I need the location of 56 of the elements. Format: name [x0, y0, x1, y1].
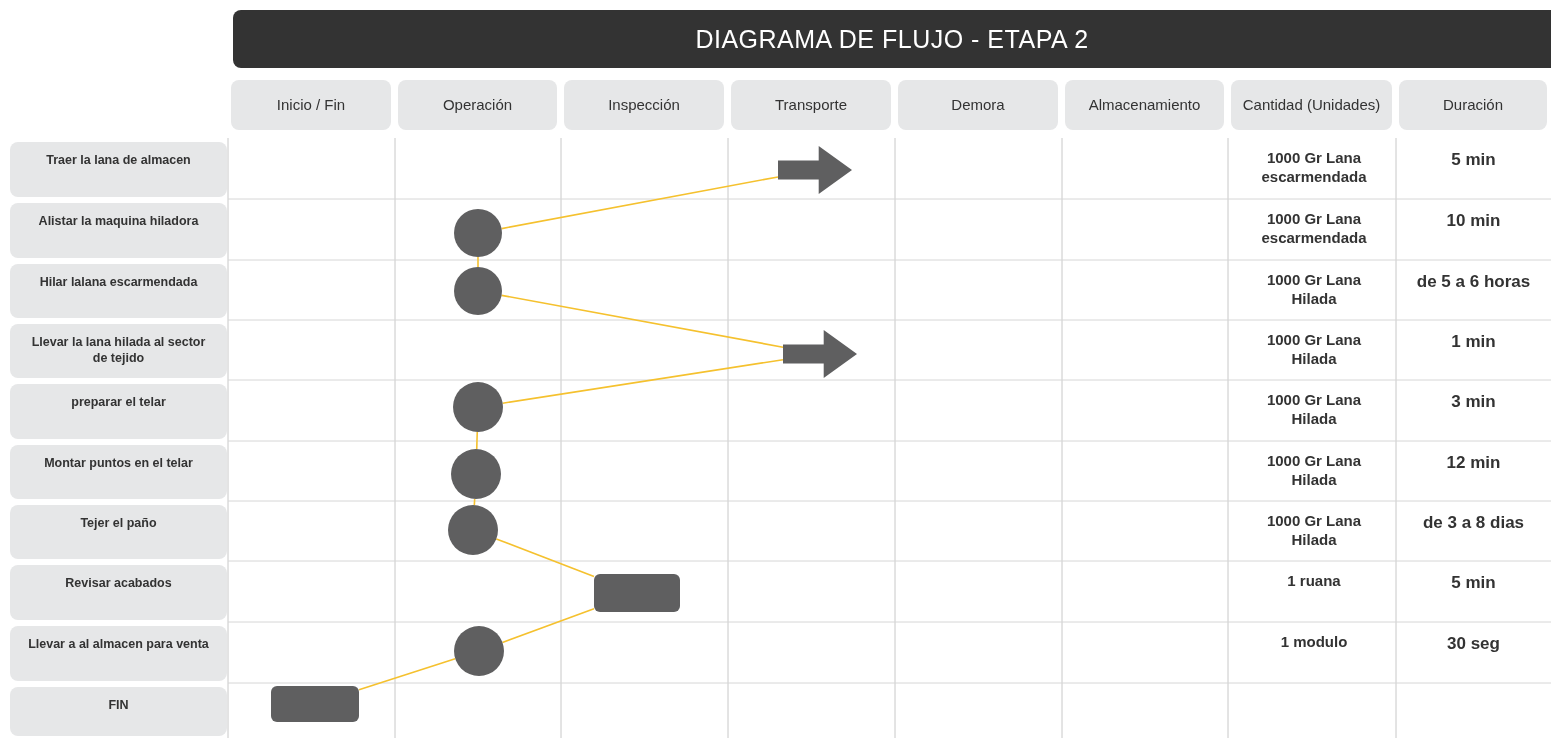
column-header: Operación — [398, 80, 557, 130]
step-label: Traer la lana de almacen — [10, 142, 227, 197]
connector-line — [495, 538, 595, 578]
step-label: Revisar acabados — [10, 565, 227, 620]
step-label: FIN — [10, 687, 227, 736]
quantity-text: 1 ruana — [1286, 572, 1342, 591]
column-header: Cantidad (Unidades) — [1231, 80, 1392, 130]
connector-line — [477, 256, 479, 268]
quantity-text: 1 modulo — [1279, 633, 1349, 652]
quantity-text: 1000 Gr Lana escarmendada — [1260, 210, 1368, 248]
connector-line — [358, 657, 456, 691]
operation-circle — [454, 267, 502, 315]
connector-line — [500, 294, 784, 348]
step-label: Llevar la lana hilada al sector de tejido — [10, 324, 227, 378]
process-symbol — [594, 574, 680, 612]
duration-text: 1 min — [1450, 332, 1497, 352]
quantity-text: 1000 Gr Lana escarmendada — [1260, 149, 1368, 187]
column-header: Inicio / Fin — [231, 80, 391, 130]
connector-line — [500, 176, 779, 230]
step-label: Hilar lalana escarmendada — [10, 264, 227, 318]
duration-text: 3 min — [1450, 392, 1497, 412]
step-label: Llevar a al almacen para venta — [10, 626, 227, 681]
duration-text: 5 min — [1450, 150, 1497, 170]
connector-line — [501, 608, 595, 644]
transport-arrow-symbol — [778, 146, 852, 194]
connector-line — [475, 431, 479, 450]
duration-text: de 3 a 8 dias — [1421, 513, 1526, 533]
process-symbol — [271, 686, 359, 722]
quantity-text: 1000 Gr Lana Hilada — [1265, 391, 1363, 429]
duration-text: 30 seg — [1446, 634, 1501, 654]
operation-circle — [454, 626, 504, 676]
connector-line — [473, 498, 476, 506]
column-header: Demora — [898, 80, 1058, 130]
operation-circle — [454, 209, 502, 257]
operation-circle — [448, 505, 498, 555]
operation-circle — [451, 449, 501, 499]
duration-text: de 5 a 6 horas — [1415, 272, 1532, 292]
column-header: Inspección — [564, 80, 724, 130]
step-label: Alistar la maquina hiladora — [10, 203, 227, 258]
transport-arrow-symbol — [783, 330, 857, 378]
duration-text: 5 min — [1450, 573, 1497, 593]
step-label: Montar puntos en el telar — [10, 445, 227, 499]
step-label: Tejer el paño — [10, 505, 227, 559]
operation-circle — [453, 382, 503, 432]
quantity-text: 1000 Gr Lana Hilada — [1265, 271, 1363, 309]
column-header: Almacenamiento — [1065, 80, 1224, 130]
column-header: Duración — [1399, 80, 1547, 130]
quantity-text: 1000 Gr Lana Hilada — [1265, 512, 1363, 550]
step-label: preparar el telar — [10, 384, 227, 439]
chart-title: DIAGRAMA DE FLUJO - ETAPA 2 — [233, 10, 1551, 68]
quantity-text: 1000 Gr Lana Hilada — [1265, 452, 1363, 490]
quantity-text: 1000 Gr Lana Hilada — [1265, 331, 1363, 369]
duration-text: 10 min — [1445, 211, 1502, 231]
connector-line — [501, 358, 784, 404]
column-header: Transporte — [731, 80, 891, 130]
duration-text: 12 min — [1445, 453, 1502, 473]
